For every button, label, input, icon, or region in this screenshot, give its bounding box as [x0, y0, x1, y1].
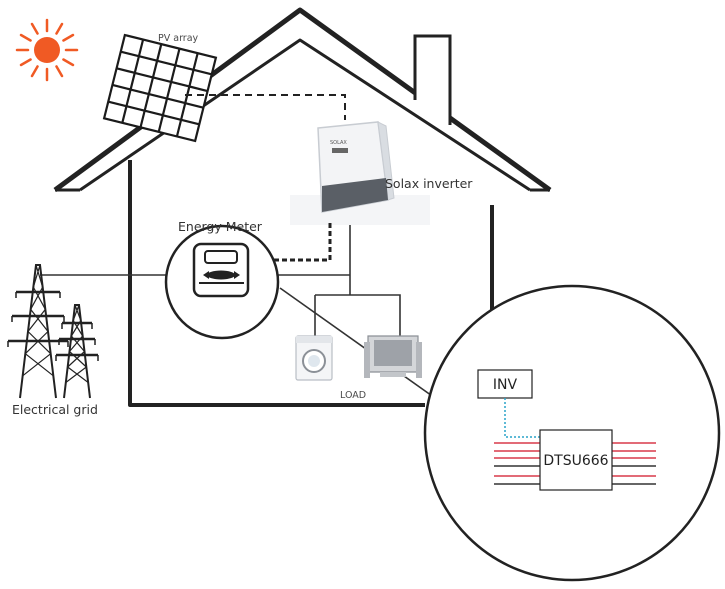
sun-ray: [62, 33, 75, 42]
pv-cell: [109, 86, 130, 105]
pv-cell: [186, 87, 207, 107]
sun-ray: [19, 58, 32, 67]
pv-cell: [146, 95, 166, 114]
sun-icon: [15, 18, 79, 82]
tower: [7, 264, 69, 399]
dtsu666-box: DTSU666: [539, 429, 613, 491]
pv-cell: [168, 83, 189, 102]
comm-line: [504, 398, 540, 438]
pv-cell: [182, 104, 203, 123]
dtsu666-label: DTSU666: [543, 453, 608, 469]
load-label: LOAD: [340, 390, 366, 401]
inverter-label: Solax inverter: [385, 176, 473, 191]
pv-cell: [172, 66, 193, 86]
energy-meter-icon: [192, 242, 250, 298]
inverter-brand: SOLAX: [330, 140, 347, 146]
pv-cell: [136, 57, 156, 77]
pv-cell: [131, 74, 152, 93]
inv-box: INV: [477, 369, 533, 399]
pv-cell: [117, 53, 138, 72]
pv-array-label: PV array: [158, 33, 199, 44]
sun-ray: [55, 22, 64, 35]
pv-cell: [190, 71, 211, 90]
pv-cell: [160, 116, 180, 136]
pv-cell: [127, 90, 148, 110]
transmission-tower-icon: [7, 264, 99, 399]
sun-ray: [30, 65, 39, 78]
pv-cell: [150, 78, 170, 98]
sun-ray: [19, 33, 32, 42]
electrical-grid-label: Electrical grid: [12, 402, 98, 417]
inv-label: INV: [493, 377, 518, 393]
tower: [55, 304, 99, 399]
pv-cell: [178, 121, 198, 140]
washing-machine-icon: [295, 335, 333, 381]
sun-ray: [30, 22, 39, 35]
pv-cell: [122, 36, 142, 55]
sun-disc: [34, 37, 60, 63]
pv-cell: [154, 62, 174, 81]
tv-icon: [364, 335, 422, 378]
chimney: [413, 34, 452, 125]
dc-cable: [185, 94, 346, 120]
sun-ray: [55, 65, 64, 78]
sun-ray: [62, 58, 75, 67]
rs485-cable: [250, 222, 332, 262]
pv-panel-icon: [102, 33, 218, 143]
ac-wiring: [40, 225, 436, 399]
inverter-icon: SOLAX: [290, 121, 430, 225]
pv-cell: [194, 54, 215, 74]
phase-wires: [494, 442, 656, 485]
pv-cell: [176, 49, 197, 69]
pv-cell: [123, 107, 144, 127]
pv-cell: [105, 102, 126, 122]
pv-cell: [113, 69, 134, 89]
pv-cell: [164, 99, 184, 119]
pv-cell: [158, 45, 179, 64]
pv-cell: [140, 40, 160, 60]
energy-meter-label: Energy Meter: [178, 219, 263, 234]
pv-cell: [141, 112, 162, 131]
